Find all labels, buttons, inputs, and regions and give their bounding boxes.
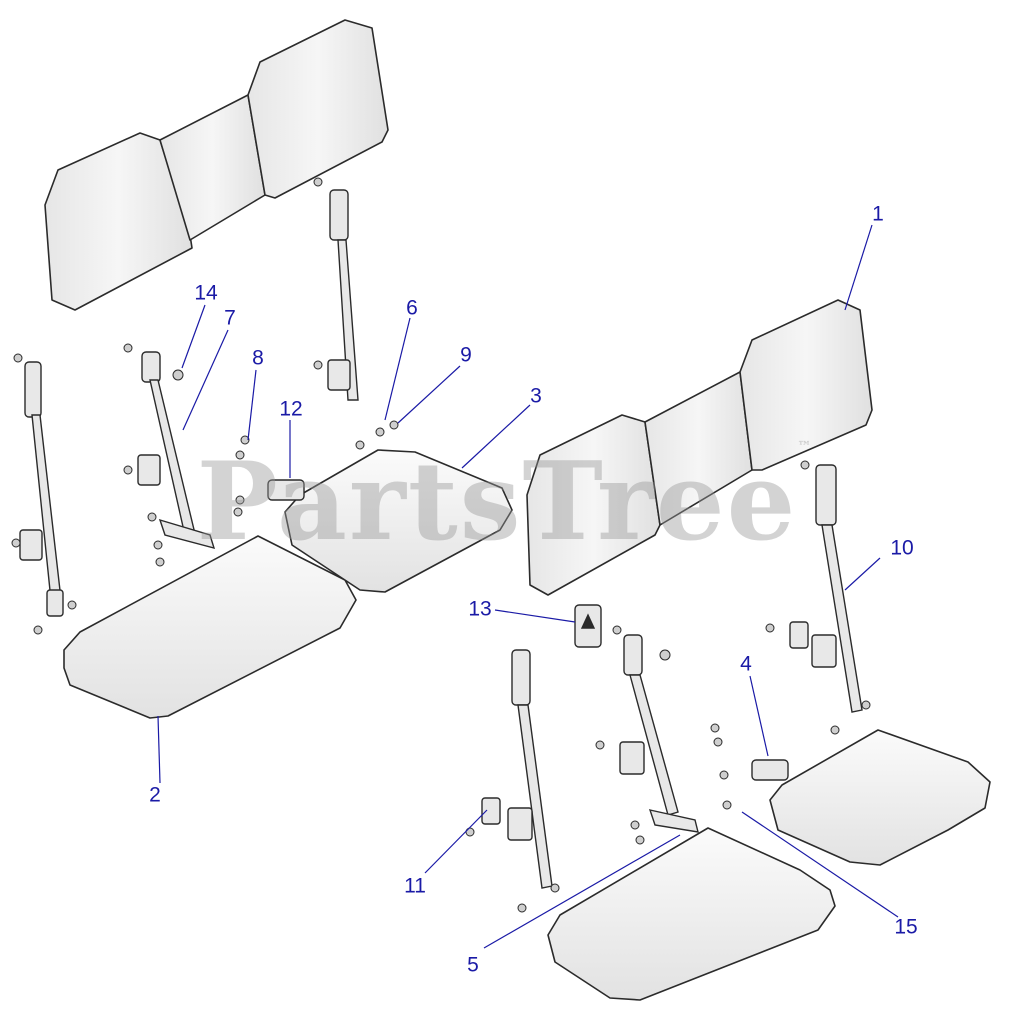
trim-cover-11 bbox=[481, 797, 501, 825]
fasteners bbox=[11, 177, 871, 913]
buckle-right bbox=[751, 759, 789, 781]
seat-cushion-left bbox=[63, 535, 357, 719]
callout-5[interactable]: 5 bbox=[467, 953, 479, 977]
callout-10[interactable]: 10 bbox=[890, 536, 914, 560]
seat-belt-assembly-lower-center-left bbox=[507, 649, 553, 889]
seat-cushion-right-front bbox=[547, 827, 836, 1001]
seat-belt-assembly-left-inner bbox=[137, 351, 216, 550]
leader-lines bbox=[157, 224, 899, 949]
callout-2[interactable]: 2 bbox=[149, 783, 161, 807]
seat-belt-assembly-lower-center bbox=[619, 634, 699, 833]
backrest-upper-left bbox=[44, 19, 389, 311]
buckle-left bbox=[267, 479, 305, 501]
callout-3[interactable]: 3 bbox=[530, 384, 542, 408]
callout-15[interactable]: 15 bbox=[894, 915, 918, 939]
trim-cover-right bbox=[789, 621, 809, 649]
callout-7[interactable]: 7 bbox=[224, 306, 236, 330]
callout-6[interactable]: 6 bbox=[406, 296, 418, 320]
callout-11[interactable]: 11 bbox=[404, 874, 426, 898]
seat-belt-assembly-upper-center bbox=[327, 189, 359, 401]
callout-8[interactable]: 8 bbox=[252, 346, 264, 370]
callout-14[interactable]: 14 bbox=[194, 281, 218, 305]
seat-cushion-right-rear bbox=[769, 729, 991, 866]
callout-4[interactable]: 4 bbox=[740, 652, 752, 676]
callout-1[interactable]: 1 bbox=[872, 202, 884, 226]
trim-cover-13 bbox=[574, 604, 602, 648]
callout-13[interactable]: 13 bbox=[468, 597, 492, 621]
callout-12[interactable]: 12 bbox=[279, 397, 303, 421]
backrest-lower-right bbox=[526, 299, 873, 596]
callout-9[interactable]: 9 bbox=[460, 343, 472, 367]
seat-belt-assembly-far-left bbox=[19, 361, 64, 617]
seat-belt-assembly-right-outer bbox=[811, 464, 863, 713]
seat-cushion-center-top bbox=[284, 449, 513, 593]
